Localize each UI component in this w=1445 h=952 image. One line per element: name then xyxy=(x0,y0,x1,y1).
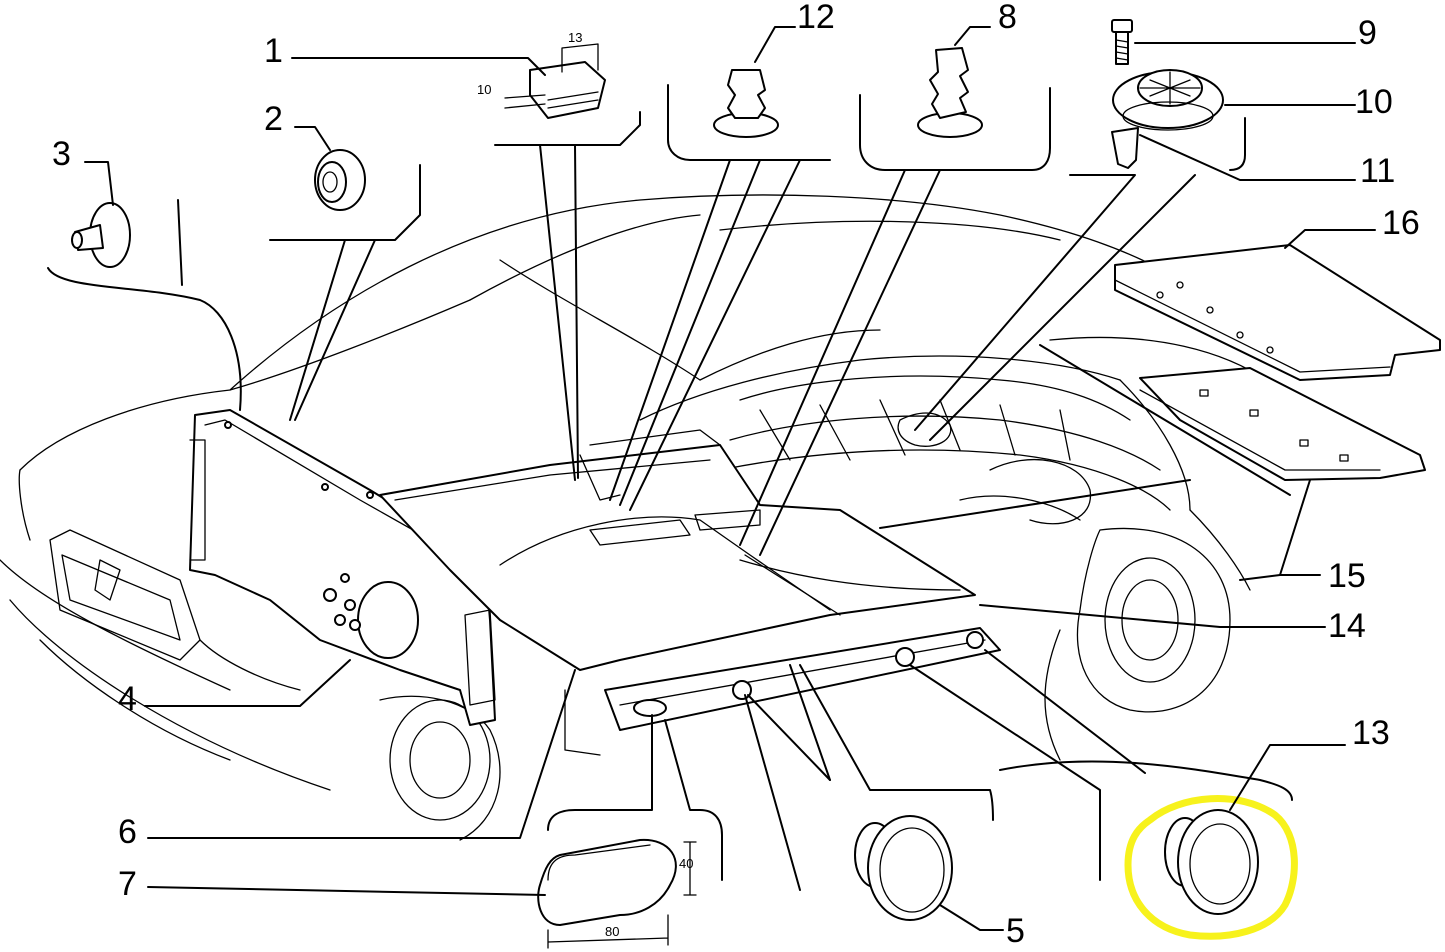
callout-11: 11 xyxy=(1360,152,1395,190)
dim-plug-height: 40 xyxy=(679,856,693,871)
dim-plug-width: 80 xyxy=(605,924,619,939)
callout-4: 4 xyxy=(118,680,137,718)
callout-6: 6 xyxy=(118,813,137,851)
trunk-mat-16 xyxy=(1114,244,1441,381)
dimension-labels: 13 10 40 80 xyxy=(477,30,693,939)
callout-9: 9 xyxy=(1358,14,1377,52)
oval-plug-part-7 xyxy=(537,838,697,949)
callout-1: 1 xyxy=(264,32,283,70)
callout-14: 14 xyxy=(1328,607,1366,645)
callout-12: 12 xyxy=(797,0,835,36)
speaker-part-10 xyxy=(1112,69,1224,131)
round-plug-part-5 xyxy=(854,815,953,921)
grommet-part-2 xyxy=(314,149,366,211)
callout-16: 16 xyxy=(1382,204,1420,242)
highlight-ring xyxy=(1124,795,1298,940)
callout-15: 15 xyxy=(1328,557,1366,595)
sill-plugs xyxy=(633,631,984,717)
clip-part-11 xyxy=(1111,127,1139,169)
floor-carpet xyxy=(379,429,976,671)
callout-10: 10 xyxy=(1355,83,1393,121)
dim-clip-depth: 10 xyxy=(477,82,491,97)
callout-3: 3 xyxy=(52,135,71,173)
callout-8: 8 xyxy=(998,0,1017,36)
callout-5: 5 xyxy=(1006,912,1025,950)
rear-bulkhead-panel xyxy=(189,409,496,726)
fir-clip-part-12 xyxy=(713,69,779,138)
callout-13: 13 xyxy=(1352,714,1390,752)
stud-part-3 xyxy=(71,202,131,268)
fir-clip-part-8 xyxy=(917,47,983,138)
callout-2: 2 xyxy=(264,100,283,138)
bolt-part-9 xyxy=(1111,19,1133,65)
callout-labels: 1 2 3 4 5 6 7 8 9 10 11 12 13 14 15 16 xyxy=(52,0,1420,950)
clip-part-1 xyxy=(504,43,606,119)
trunk-mat-15 xyxy=(1139,367,1426,481)
leader-lines xyxy=(47,26,1376,931)
dim-clip-width: 13 xyxy=(568,30,582,45)
round-plug-part-13 xyxy=(1124,795,1298,940)
callout-7: 7 xyxy=(118,865,137,903)
